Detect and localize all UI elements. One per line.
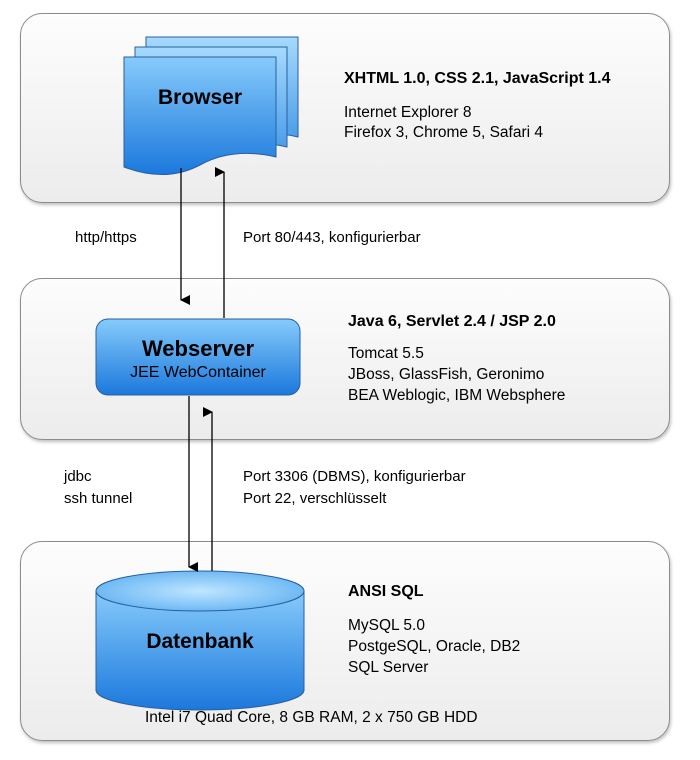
database-detail-line: SQL Server — [348, 659, 429, 676]
server-technology-heading: Java 6, Servlet 2.4 / JSP 2.0 — [348, 313, 556, 330]
database-technology-heading: ANSI SQL — [348, 583, 424, 600]
client-detail-line: Internet Explorer 8 — [344, 104, 472, 121]
hardware-spec-line: Intel i7 Quad Core, 8 GB RAM, 2 x 750 GB… — [145, 709, 478, 726]
browser-label: Browser — [157, 86, 243, 109]
port-label: Port 80/443, konfigurierbar — [243, 229, 421, 246]
server-detail-line: Tomcat 5.5 — [348, 345, 424, 362]
database-detail-line: MySQL 5.0 — [348, 617, 425, 634]
database-label: Datenbank — [146, 630, 254, 653]
protocol-label: http/https — [75, 229, 137, 246]
database-cylinder-icon — [95, 570, 305, 711]
webserver-label: Webserver — [141, 336, 255, 361]
browser-document-stack-icon — [123, 36, 299, 176]
webserver-subtitle: JEE WebContainer — [130, 364, 266, 381]
connection-label: ssh tunnel — [64, 490, 133, 507]
server-detail-line: JBoss, GlassFish, Geronimo — [348, 366, 545, 383]
client-technology-heading: XHTML 1.0, CSS 2.1, JavaScript 1.4 — [344, 70, 611, 87]
webserver-box — [95, 318, 301, 396]
db-port-label: Port 22, verschlüsselt — [243, 490, 387, 507]
server-detail-line: BEA Weblogic, IBM Websphere — [348, 387, 566, 404]
client-detail-line: Firefox 3, Chrome 5, Safari 4 — [344, 124, 543, 141]
database-detail-line: PostgeSQL, Oracle, DB2 — [348, 638, 521, 655]
db-port-label: Port 3306 (DBMS), konfigurierbar — [243, 468, 466, 485]
connection-label: jdbc — [64, 468, 92, 485]
